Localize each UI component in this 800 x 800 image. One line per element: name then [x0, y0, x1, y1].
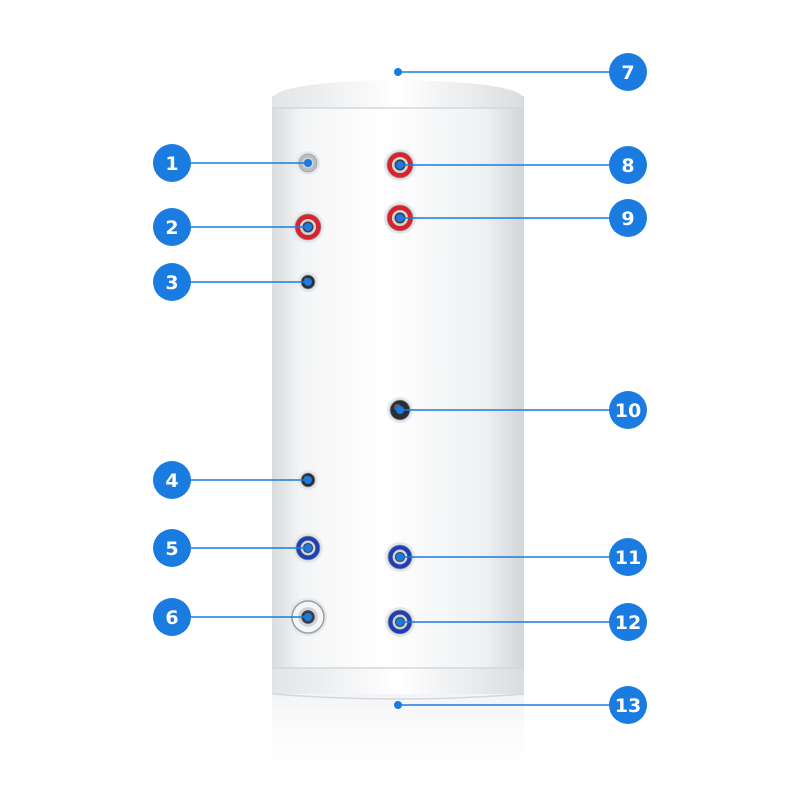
callout-number-11: 11 [615, 547, 641, 569]
callout-number-7: 7 [621, 62, 634, 84]
callout-number-4: 4 [165, 470, 178, 492]
callout-badge-12: 12 [609, 603, 647, 641]
leader-dot-11 [396, 553, 404, 561]
callout-badge-8: 8 [609, 146, 647, 184]
leader-dot-12 [396, 618, 404, 626]
callout-number-13: 13 [615, 695, 641, 717]
leader-dot-9 [396, 214, 404, 222]
leader-dot-6 [304, 613, 312, 621]
callout-badge-10: 10 [609, 391, 647, 429]
leader-dot-13 [394, 701, 402, 709]
callout-number-3: 3 [165, 272, 178, 294]
leader-dot-5 [304, 544, 312, 552]
callout-badge-7: 7 [609, 53, 647, 91]
callout-badge-1: 1 [153, 144, 191, 182]
callout-number-1: 1 [165, 153, 178, 175]
leader-dot-4 [304, 476, 312, 484]
callout-number-10: 10 [615, 400, 641, 422]
tank-body [271, 80, 525, 700]
callout-badge-2: 2 [153, 208, 191, 246]
callout-number-2: 2 [165, 217, 178, 239]
leader-dot-8 [396, 161, 404, 169]
callout-number-6: 6 [165, 607, 178, 629]
callout-badge-5: 5 [153, 529, 191, 567]
callout-number-12: 12 [615, 612, 641, 634]
leader-dot-3 [304, 278, 312, 286]
leader-dot-7 [394, 68, 402, 76]
callout-badge-9: 9 [609, 199, 647, 237]
leader-dot-2 [304, 223, 312, 231]
callout-badge-3: 3 [153, 263, 191, 301]
callout-leaders [186, 68, 614, 709]
callout-number-9: 9 [621, 208, 634, 230]
leader-dot-1 [304, 159, 312, 167]
callout-badge-4: 4 [153, 461, 191, 499]
callout-badge-6: 6 [153, 598, 191, 636]
callout-badge-11: 11 [609, 538, 647, 576]
callout-number-8: 8 [621, 155, 634, 177]
callout-number-5: 5 [165, 538, 178, 560]
leader-dot-10 [396, 406, 404, 414]
callout-badge-13: 13 [609, 686, 647, 724]
